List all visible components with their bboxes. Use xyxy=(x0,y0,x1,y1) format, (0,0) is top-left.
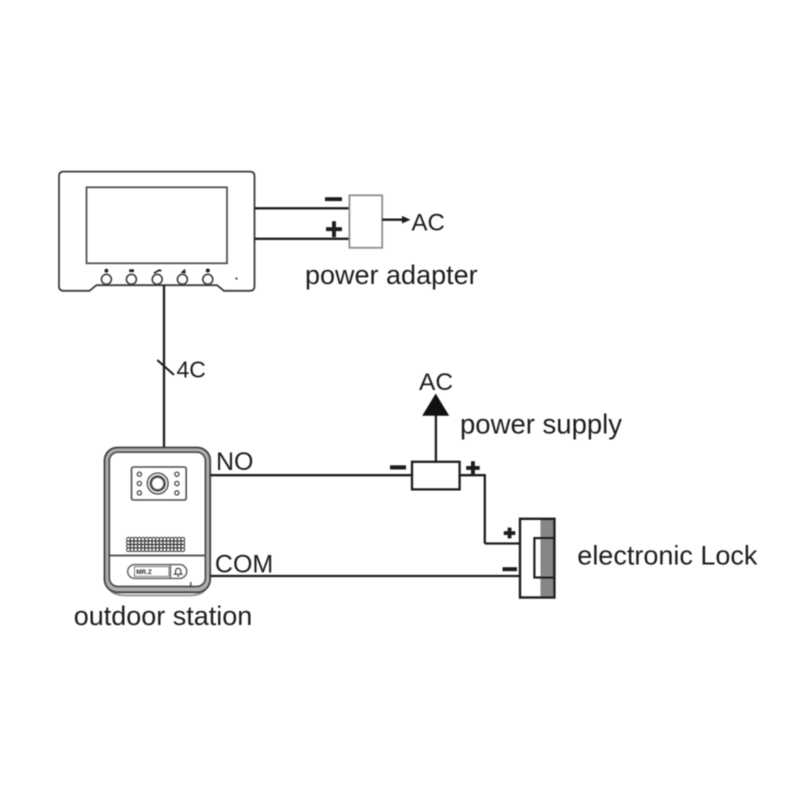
svg-text:electronic Lock: electronic Lock xyxy=(577,540,758,570)
svg-text:NO: NO xyxy=(216,448,254,476)
svg-text:AC: AC xyxy=(419,369,453,396)
svg-text:MR.Z: MR.Z xyxy=(136,569,152,576)
svg-text:AC: AC xyxy=(412,210,445,237)
svg-text:COM: COM xyxy=(215,551,273,579)
svg-text:power supply: power supply xyxy=(460,408,622,439)
svg-text:power adapter: power adapter xyxy=(305,260,478,290)
svg-text:outdoor station: outdoor station xyxy=(74,601,253,631)
svg-text:4C: 4C xyxy=(177,357,206,383)
